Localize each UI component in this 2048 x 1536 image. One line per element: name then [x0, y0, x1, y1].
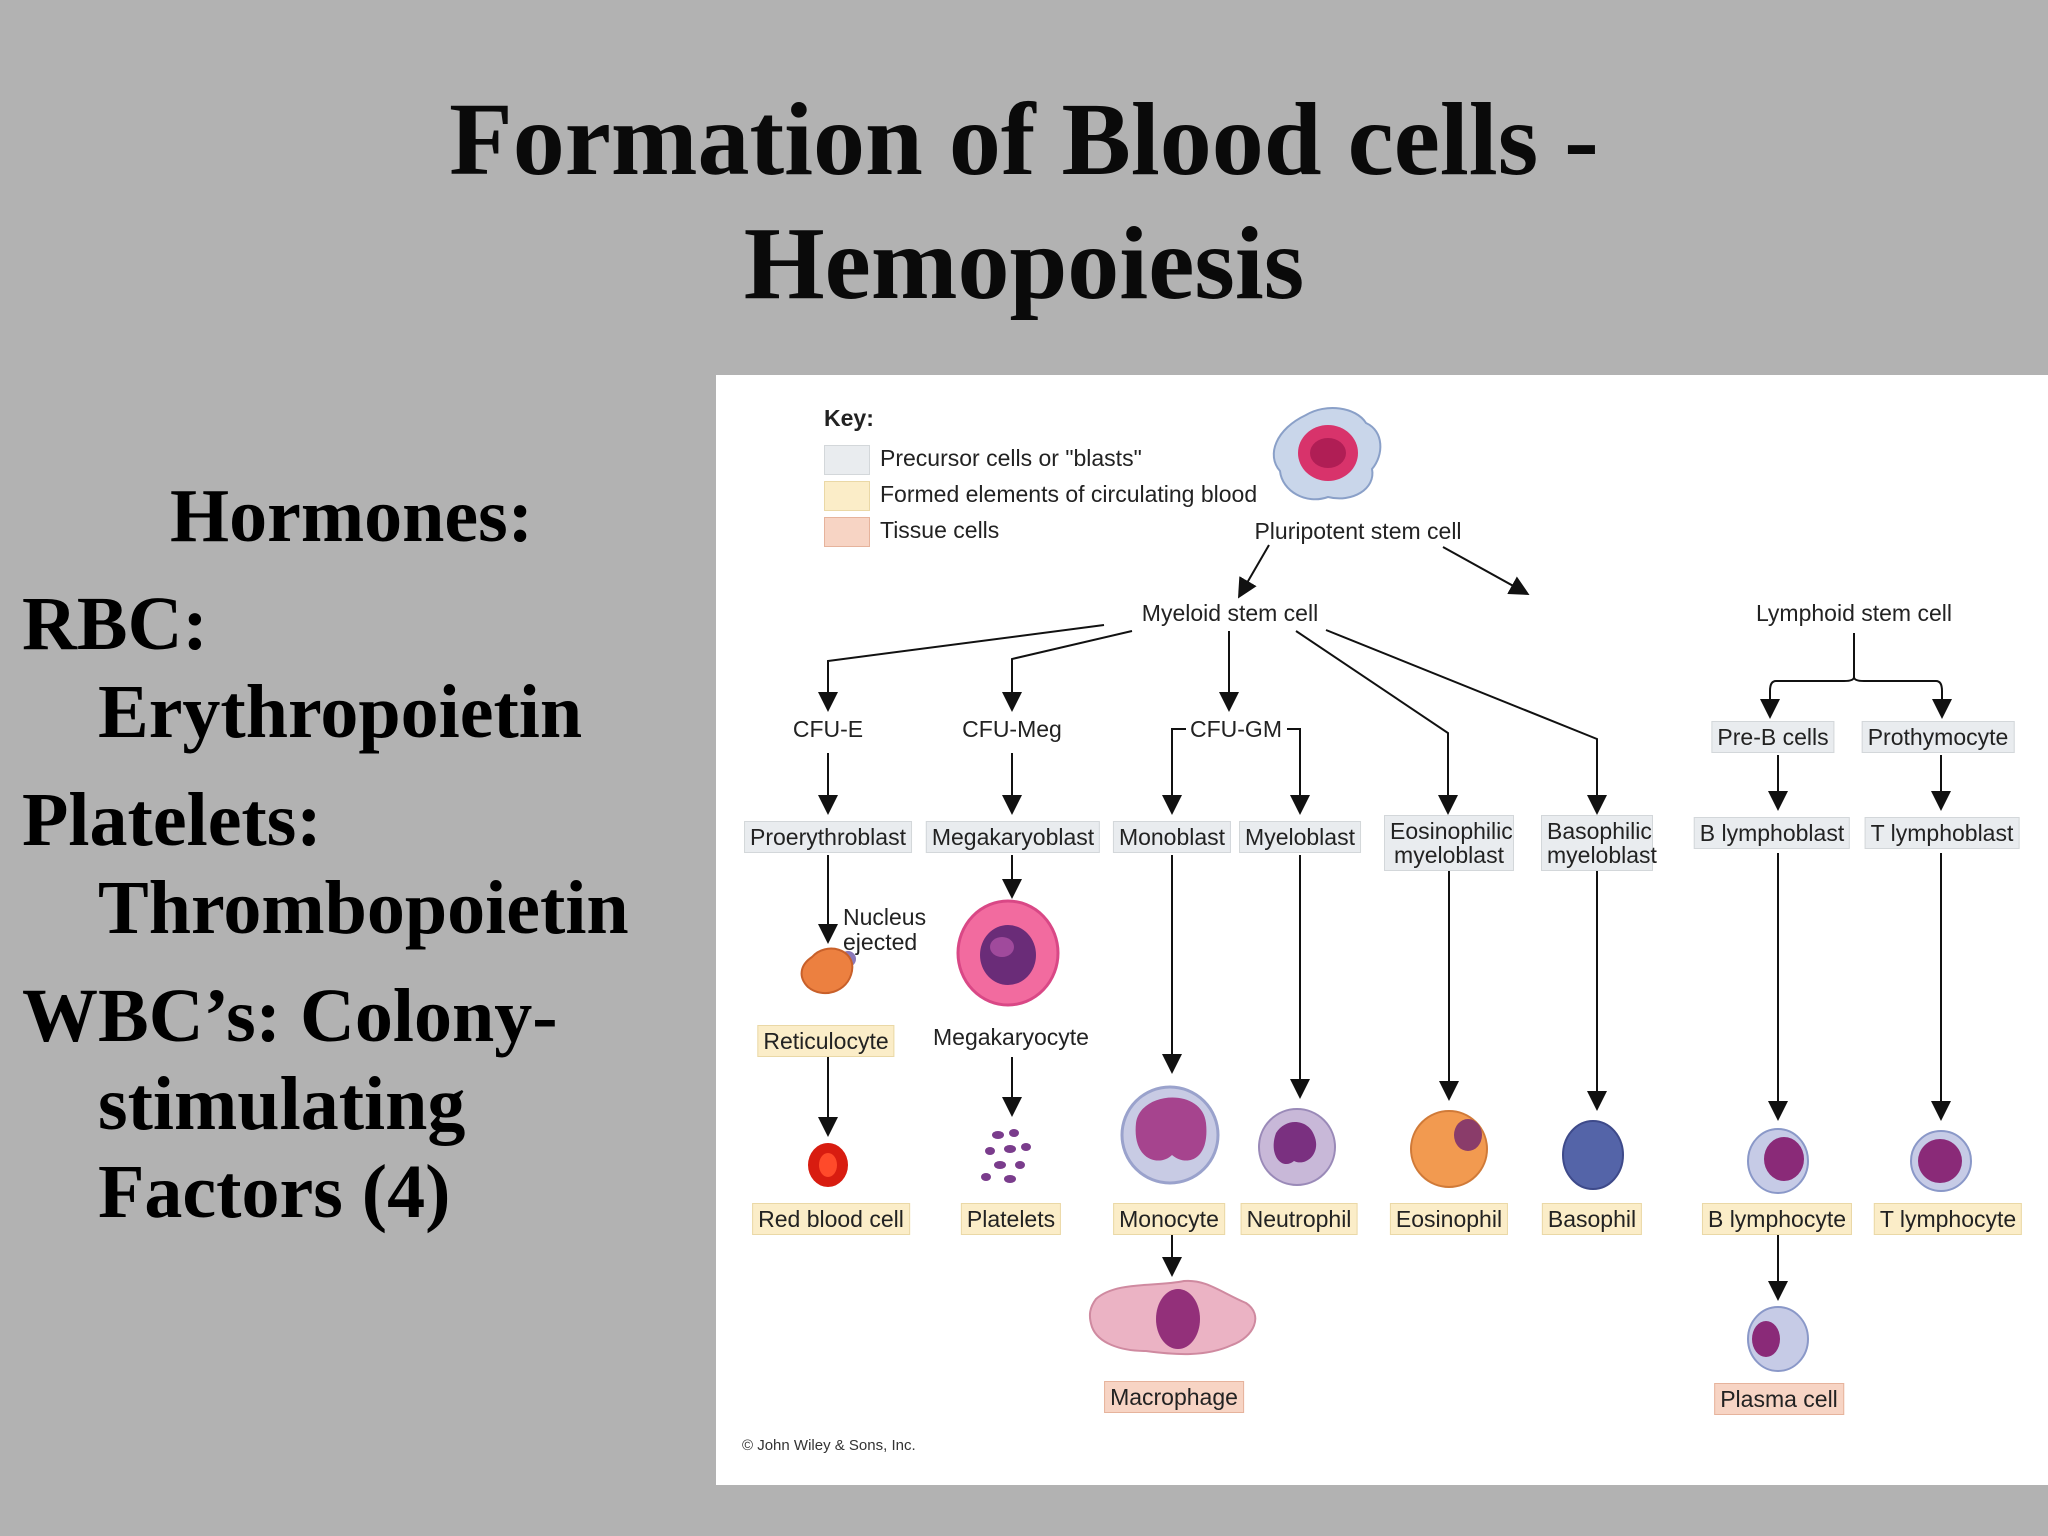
eosinophilic-myeloblast-label: Eosinophilic myeloblast	[1384, 815, 1514, 871]
title-line-1: Formation of Blood cells -	[449, 82, 1599, 197]
platelets-icon	[981, 1129, 1031, 1183]
b-lymphocyte-label: B lymphocyte	[1701, 1203, 1853, 1235]
myeloblast-label: Myeloblast	[1239, 821, 1361, 853]
key-swatch-formed	[824, 480, 870, 511]
megakaryocyte-icon	[956, 899, 1060, 1007]
t-lymphocyte-icon	[1910, 1130, 1972, 1192]
key-label-precursor: Precursor cells or "blasts"	[880, 445, 1142, 471]
monoblast-label: Monoblast	[1112, 821, 1232, 853]
plasma-cell-icon	[1747, 1306, 1809, 1372]
rbc-label: RBC:	[22, 582, 208, 666]
myeloid-stem-cell-label: Myeloid stem cell	[1141, 600, 1319, 626]
key-item-tissue: Tissue cells	[824, 515, 1000, 547]
key-title: Key:	[824, 405, 874, 431]
platelets-label: Platelets	[960, 1203, 1062, 1235]
neutrophil-icon	[1258, 1108, 1336, 1186]
b-lymphocyte-icon	[1747, 1128, 1809, 1194]
nucleus-ejected-label: Nucleus ejected	[843, 904, 927, 955]
hemopoiesis-diagram: Key: Precursor cells or "blasts" Formed …	[716, 375, 2048, 1485]
monocyte-label: Monocyte	[1113, 1203, 1225, 1235]
cfu-gm-label: CFU-GM	[1190, 716, 1282, 742]
proerythroblast-label: Proerythroblast	[744, 821, 912, 853]
reticulocyte-icon	[800, 947, 854, 995]
key-item-formed: Formed elements of circulating blood	[824, 479, 1258, 511]
monocyte-icon	[1120, 1085, 1220, 1185]
basophil-icon	[1562, 1120, 1624, 1190]
cfu-meg-label: CFU-Meg	[962, 716, 1062, 742]
platelets-hormone: Thrombopoietin	[98, 866, 629, 950]
pre-b-cells-label: Pre-B cells	[1711, 721, 1835, 753]
key-label-tissue: Tissue cells	[880, 517, 1000, 543]
wbc-line-1: WBC’s: Colony-	[22, 974, 558, 1058]
pluripotent-stem-cell-icon	[1272, 407, 1382, 501]
key-label-formed: Formed elements of circulating blood	[880, 481, 1258, 507]
key-swatch-tissue	[824, 516, 870, 547]
basophilic-myeloblast-label: Basophilic myeloblast	[1541, 815, 1657, 871]
hormones-heading: Hormones:	[170, 474, 534, 558]
copyright-notice: © John Wiley & Sons, Inc.	[742, 1437, 916, 1454]
macrophage-icon	[1088, 1279, 1257, 1356]
macrophage-label: Macrophage	[1104, 1381, 1244, 1413]
lymphoid-stem-cell-label: Lymphoid stem cell	[1755, 600, 1953, 626]
t-lymphocyte-label: T lymphocyte	[1873, 1203, 2023, 1235]
megakaryoblast-label: Megakaryoblast	[925, 821, 1101, 853]
wbc-line-3: Factors (4)	[98, 1150, 451, 1234]
plasma-cell-label: Plasma cell	[1714, 1383, 1844, 1415]
megakaryocyte-label: Megakaryocyte	[933, 1024, 1089, 1050]
cfu-e-label: CFU-E	[792, 716, 864, 742]
wbc-line-2: stimulating	[98, 1062, 466, 1146]
prothymocyte-label: Prothymocyte	[1861, 721, 2015, 753]
diagram-lines	[800, 407, 1972, 1372]
reticulocyte-label: Reticulocyte	[757, 1025, 895, 1057]
platelets-label: Platelets:	[22, 778, 322, 862]
key-item-precursor: Precursor cells or "blasts"	[824, 443, 1142, 475]
title-line-2: Hemopoiesis	[743, 206, 1305, 321]
t-lymphoblast-label: T lymphoblast	[1864, 817, 2020, 849]
slide-title: Formation of Blood cells - Hemopoiesis	[0, 78, 2048, 326]
key-swatch-precursor	[824, 444, 870, 475]
red-blood-cell-label: Red blood cell	[752, 1203, 910, 1235]
basophil-label: Basophil	[1541, 1203, 1643, 1235]
red-blood-cell-icon	[808, 1143, 848, 1187]
rbc-hormone: Erythropoietin	[98, 670, 583, 754]
b-lymphoblast-label: B lymphoblast	[1693, 817, 1851, 849]
eosinophil-label: Eosinophil	[1389, 1203, 1509, 1235]
eosinophil-icon	[1410, 1110, 1488, 1188]
pluripotent-stem-cell-label: Pluripotent stem cell	[1254, 518, 1462, 544]
neutrophil-label: Neutrophil	[1240, 1203, 1358, 1235]
